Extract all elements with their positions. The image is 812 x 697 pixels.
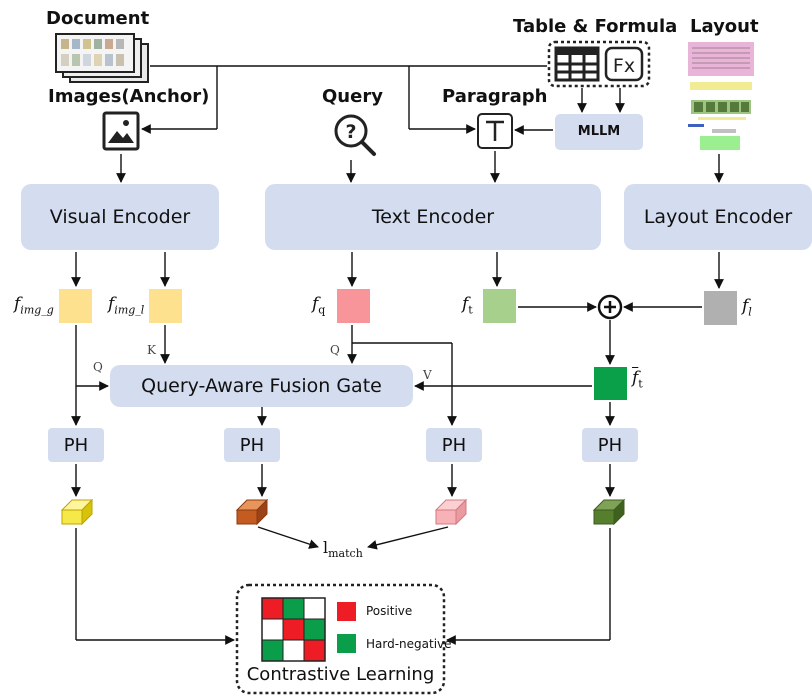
table-formula-icon: Fx [547,40,651,88]
f-t-label: ft [462,294,473,317]
similarity-matrix [261,597,326,662]
projection-head-text: PH [582,428,638,462]
positive-swatch [337,602,356,621]
paragraph-text-icon [477,113,513,149]
query-label: Query [322,86,383,107]
f-t-square [483,289,516,323]
query-search-icon: ? [334,114,376,156]
match-loss-label: lmatch [323,538,363,561]
svg-text:?: ? [345,121,356,143]
f-l-square [704,291,737,325]
f-l-label: fl [742,296,752,319]
mllm-box [555,114,643,150]
embedding-cuboid-text [592,498,626,526]
connectors [71,65,724,645]
image-icon [102,111,140,151]
layout-page-thumbnail [688,42,754,150]
f-img-l-square [149,289,182,323]
query-aware-fusion-gate: Query-Aware Fusion Gate [110,365,413,407]
f-t-hat-label: ft [632,368,643,391]
fusion-q-left-label: Q [93,360,103,374]
embedding-cuboid-image [60,498,94,526]
images-anchor-label: Images(Anchor) [48,86,210,107]
fusion-v-label: V [423,368,432,382]
visual-encoder: Visual Encoder [21,184,219,250]
table-formula-label: Table & Formula [513,16,678,37]
contrastive-learning-title: Contrastive Learning [246,664,435,685]
contrastive-learning-box [235,583,446,695]
fusion-q-mid-label: Q [330,343,340,357]
f-t-hat-square [594,367,627,400]
f-img-l-label: fimg_l [108,294,145,317]
fusion-k-label: K [147,343,156,357]
positive-label: Positive [366,604,413,618]
document-stack-icon [55,33,149,83]
sum-operator-icon [597,294,623,320]
f-q-label: fq [312,294,326,317]
hard-negative-swatch [337,634,356,653]
paragraph-label: Paragraph [442,86,548,107]
layout-label: Layout [690,16,759,37]
layout-encoder: Layout Encoder [624,184,812,250]
text-encoder: Text Encoder [265,184,601,250]
projection-head-fused: PH [426,428,482,462]
svg-text:Fx: Fx [613,55,635,77]
projection-head-image: PH [48,428,104,462]
mllm-label: MLLM [577,124,621,139]
embedding-cuboid-fused-query [434,498,468,526]
f-img-g-square [59,289,92,323]
f-img-g-label: fimg_g [14,294,54,317]
f-q-square [337,289,370,323]
projection-head-query: PH [224,428,280,462]
embedding-cuboid-query [235,498,269,526]
document-label: Document [46,8,150,29]
hard-negative-label: Hard-negative [366,637,452,651]
